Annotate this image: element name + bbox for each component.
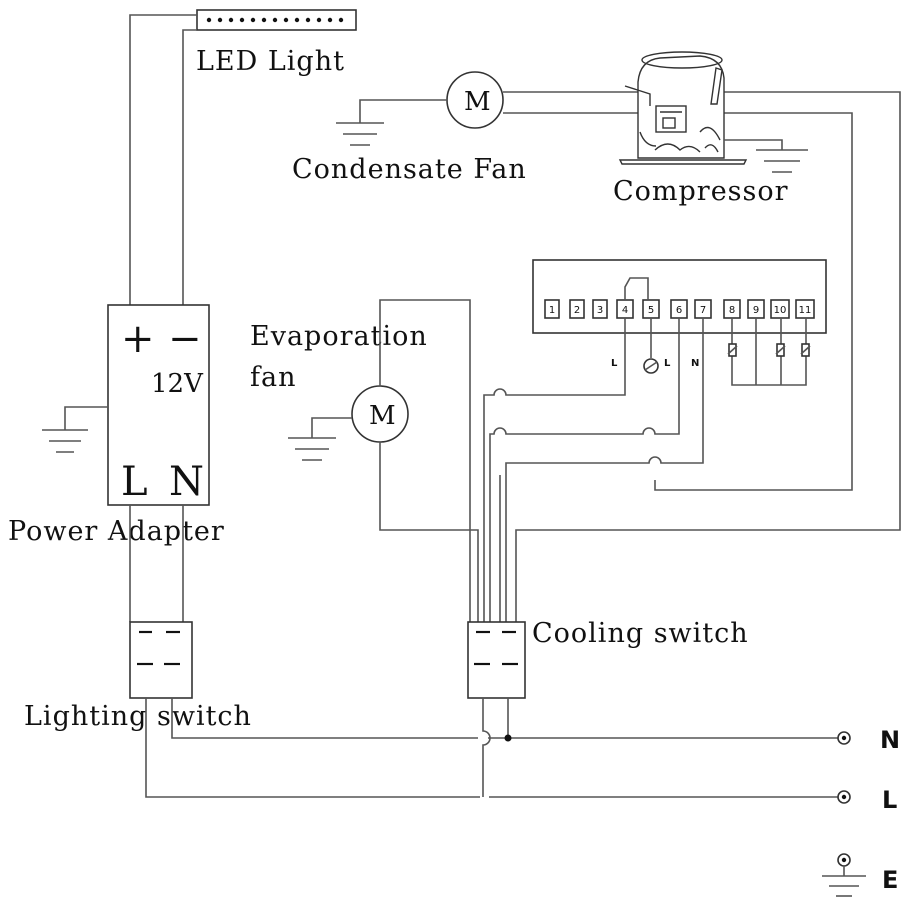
terminal-5-label: 5 (648, 305, 654, 316)
adapter-n: N (169, 459, 204, 505)
evap-fan-wire-bottom (379, 442, 479, 628)
terminal-2 (569, 299, 585, 319)
terminal-1-label: 1 (549, 305, 555, 316)
condensate-fan-wire-a (503, 91, 901, 628)
led-light (196, 9, 357, 31)
ground-icon (756, 149, 808, 173)
heater-elements (727, 318, 811, 386)
evap-fan-ground-wire (311, 417, 352, 438)
evaporation-fan-m: M (369, 401, 396, 431)
condensate-fan-label: Condensate Fan (292, 154, 527, 185)
junction-dot (504, 734, 512, 742)
terminal-11-label: 11 (799, 305, 812, 316)
terminal-jumper (624, 277, 649, 300)
ctrl-wire-t6 (489, 318, 680, 628)
evaporation-fan-label-1: Evaporation (250, 321, 428, 352)
lighting-switch-label: Lighting switch (24, 701, 252, 732)
terminal-11 (795, 299, 815, 319)
adapter-minus: − (168, 316, 202, 362)
cooling-switch-to-l (482, 698, 491, 797)
condensate-fan-wire-b (503, 112, 853, 491)
light-switch-to-n (171, 698, 838, 739)
terminal-10 (770, 299, 790, 319)
condensate-fan-ground-wire (359, 99, 447, 123)
controller-terminals (544, 299, 815, 319)
terminal-6-label: 6 (676, 305, 682, 316)
led-wire-minus (182, 29, 197, 305)
led-wire-plus (129, 14, 197, 305)
compressor-icon (618, 51, 748, 165)
terminal-3-label: 3 (597, 305, 603, 316)
terminal-3 (592, 299, 608, 319)
lighting-switch-contacts (137, 630, 180, 666)
led-dots (206, 17, 344, 23)
terminal-7-mark: N (691, 358, 699, 369)
light-switch-to-l (145, 698, 838, 798)
terminal-10-label: 10 (774, 305, 787, 316)
supply-n-label: N (880, 726, 900, 754)
ground-icon (288, 437, 336, 461)
cooling-switch-box (467, 621, 526, 699)
adapter-ground-wire (64, 406, 108, 430)
power-adapter-label: Power Adapter (8, 516, 225, 547)
adapter-voltage: 12V (151, 369, 204, 399)
supply-terminal-l (837, 790, 851, 804)
terminal-numbers: 1 2 3 4 5 6 7 8 9 10 11 (549, 305, 812, 316)
led-light-label: LED Light (196, 46, 345, 77)
terminal-9-label: 9 (753, 305, 759, 316)
supply-l-label: L (882, 786, 897, 814)
ctrl-wire-t7 (505, 318, 704, 628)
terminal-4-mark: L (611, 358, 618, 369)
terminal-8-label: 8 (729, 305, 735, 316)
condensate-fan-m: M (464, 87, 491, 117)
lighting-switch-box (129, 621, 193, 699)
terminal-6-mark: L (664, 358, 671, 369)
supply-e-label: E (882, 866, 898, 894)
terminal-7-label: 7 (700, 305, 706, 316)
compressor-label: Compressor (613, 176, 789, 207)
cooling-switch-label: Cooling switch (532, 618, 749, 649)
terminal-1 (544, 299, 560, 319)
power-adapter-box (107, 304, 210, 506)
earth-terminal-icon (822, 853, 866, 897)
evap-fan-wire-top (379, 299, 471, 628)
ground-icon (42, 429, 88, 453)
compressor-ground-wire (724, 139, 783, 150)
terminal-2-label: 2 (574, 305, 580, 316)
terminal-4-label: 4 (622, 305, 628, 316)
ground-icon (336, 122, 384, 146)
ctrl-wire-t4 (483, 318, 626, 628)
adapter-plus: + (121, 316, 155, 362)
cooling-switch-contacts (474, 630, 518, 666)
adapter-l: L (121, 459, 148, 505)
evaporation-fan-label-2: fan (250, 362, 296, 393)
supply-terminal-n (837, 731, 851, 745)
